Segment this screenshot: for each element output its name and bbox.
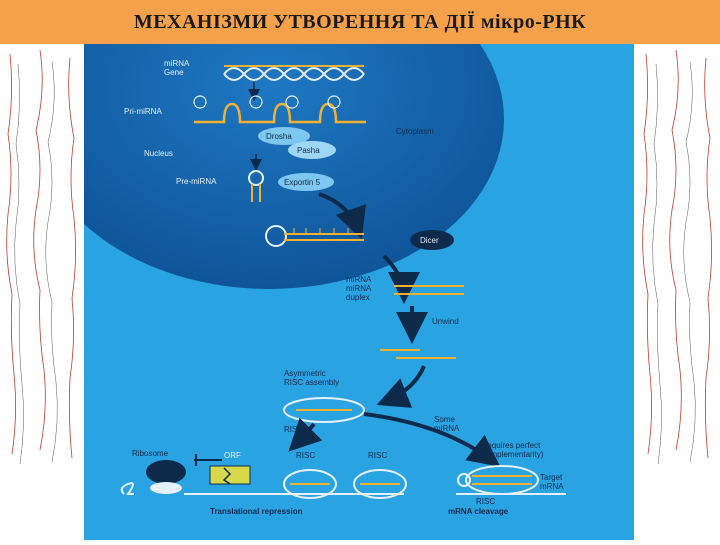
risc-assembly-label-1: Asymmetric bbox=[284, 369, 326, 378]
risc-label-cleavage: RISC bbox=[476, 497, 495, 506]
orf-label: ORF bbox=[224, 451, 241, 460]
risc-label-right: RISC bbox=[368, 451, 387, 460]
pasha-label: Pasha bbox=[297, 146, 320, 155]
cytoplasm-label: Cytoplasm bbox=[396, 127, 434, 136]
risc-assembly-label-2: RISC assembly bbox=[284, 378, 339, 387]
some-mirna-label-2: miRNA bbox=[434, 424, 460, 433]
pre-mirna-label: Pre-miRNA bbox=[176, 177, 217, 186]
risc-complex-icon bbox=[283, 397, 365, 423]
unwound-strands-icon bbox=[380, 349, 456, 359]
translational-repression-mrna-icon bbox=[120, 469, 407, 499]
exportin-label: Exportin 5 bbox=[284, 178, 321, 187]
translational-repression-label: Translational repression bbox=[210, 507, 303, 516]
left-decorative-strip bbox=[0, 44, 85, 540]
mirna-gene-label-1: miRNA bbox=[164, 59, 190, 68]
dna-helix-icon bbox=[223, 65, 365, 81]
ribosome-icon bbox=[146, 460, 186, 494]
target-mrna-label-2: mRNA bbox=[540, 482, 564, 491]
risc-label-left: RISC bbox=[296, 451, 315, 460]
duplex-label-1: miRNA bbox=[346, 275, 372, 284]
drosha-label: Drosha bbox=[266, 132, 292, 141]
pre-mirna-hairpin-icon bbox=[248, 170, 264, 202]
duplex-label-3: duplex bbox=[346, 293, 370, 302]
unwind-label: Unwind bbox=[432, 317, 459, 326]
target-mrna-label-1: Target bbox=[540, 473, 563, 482]
pasha-protein bbox=[288, 141, 336, 159]
duplex-label-2: miRNA bbox=[346, 284, 372, 293]
risc-label-main: RISC bbox=[284, 425, 303, 434]
mirna-duplex-icon bbox=[394, 285, 464, 295]
mirna-pathway-diagram: miRNA Gene Pri-miRNA Drosha Pasha Cytopl… bbox=[34, 0, 634, 540]
nucleus-label: Nucleus bbox=[144, 149, 173, 158]
drosha-enzyme bbox=[258, 127, 310, 145]
exportin-5-protein bbox=[278, 173, 334, 191]
hairpin-pattern-right-icon bbox=[642, 49, 712, 465]
right-decorative-strip bbox=[633, 44, 720, 540]
some-mirna-label-1: Some bbox=[434, 415, 455, 424]
nucleus-region bbox=[34, 0, 504, 289]
cytoplasmic-pre-mirna-icon bbox=[265, 225, 364, 247]
mrna-cleavage-label: mRNA cleavage bbox=[448, 507, 509, 516]
diagram-canvas: miRNA Gene Pri-miRNA Drosha Pasha Cytopl… bbox=[34, 0, 634, 540]
dicer-label: Dicer bbox=[420, 236, 439, 245]
pri-mirna-label: Pri-miRNA bbox=[124, 107, 162, 116]
mirna-gene-label-2: Gene bbox=[164, 68, 184, 77]
requires-label-2: complementarity) bbox=[482, 450, 544, 459]
dicer-enzyme bbox=[410, 230, 454, 250]
slide-title: МЕХАНІЗМИ УТВОРЕННЯ ТА ДІЇ мікро-РНК bbox=[133, 10, 587, 33]
orf-box-icon bbox=[209, 465, 251, 485]
mrna-cleavage-icon bbox=[456, 465, 566, 495]
hairpin-pattern-left-icon bbox=[6, 49, 76, 465]
slide-title-bar: МЕХАНІЗМИ УТВОРЕННЯ ТА ДІЇ мікро-РНК bbox=[0, 0, 720, 44]
ribosome-label: Ribosome bbox=[132, 449, 169, 458]
requires-label-1: (requires perfect bbox=[482, 441, 541, 450]
